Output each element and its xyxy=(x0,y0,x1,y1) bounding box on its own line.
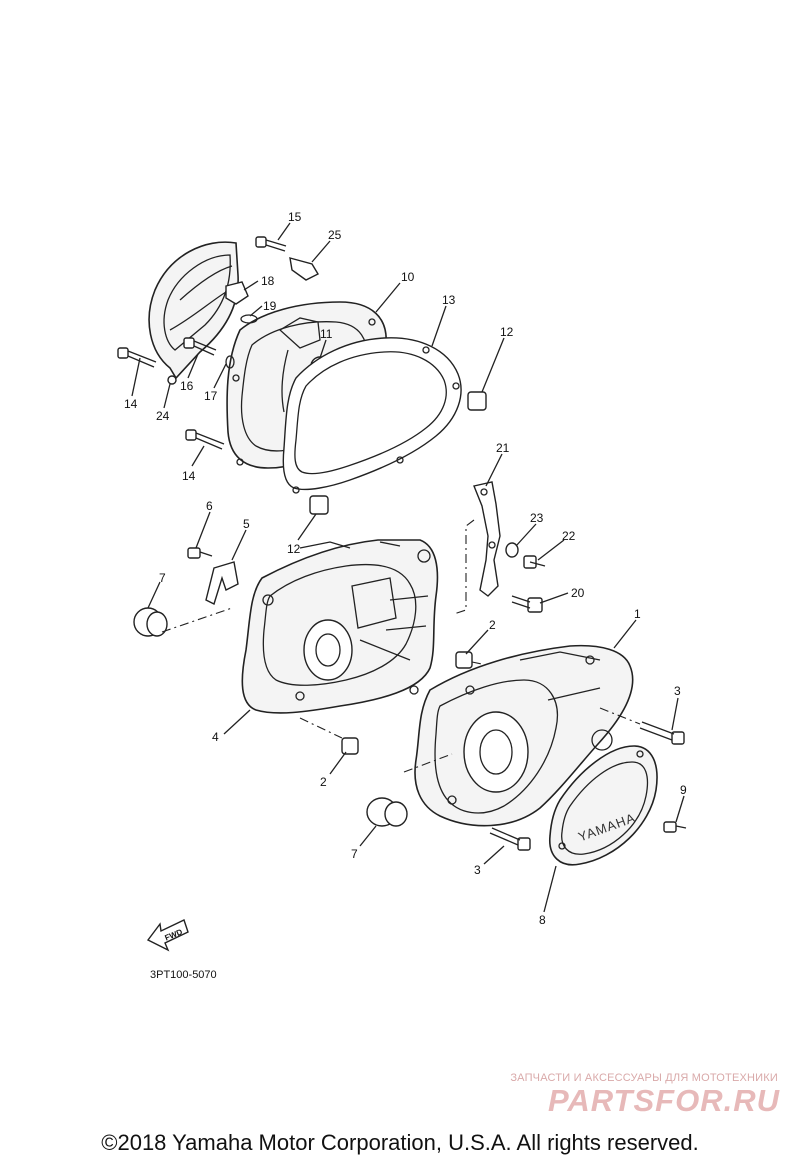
callout-label: 12 xyxy=(500,325,514,339)
callout-label: 19 xyxy=(263,299,277,313)
callout-label: 17 xyxy=(204,389,218,403)
callouts: 15 25 18 10 19 13 11 12 14 16 24 17 14 2… xyxy=(124,210,687,927)
gasket xyxy=(282,337,462,491)
watermark-tagline: ЗАПЧАСТИ И АКСЕССУАРЫ ДЛЯ МОТОТЕХНИКИ xyxy=(510,1072,778,1084)
callout-label: 24 xyxy=(156,409,170,423)
callout-label: 5 xyxy=(243,517,250,531)
callout-label: 3 xyxy=(674,684,681,698)
callout-label: 7 xyxy=(159,571,166,585)
callout-label: 11 xyxy=(320,327,333,341)
callout-label: 21 xyxy=(496,441,510,455)
copyright-notice: ©2018 Yamaha Motor Corporation, U.S.A. A… xyxy=(101,1130,699,1155)
callout-label: 9 xyxy=(680,783,687,797)
callout-label: 6 xyxy=(206,499,213,513)
callout-label: 2 xyxy=(489,618,496,632)
callout-label: 20 xyxy=(571,586,585,600)
callout-label: 23 xyxy=(530,511,544,525)
callout-label: 4 xyxy=(212,730,219,744)
callout-label: 12 xyxy=(287,542,301,556)
callout-label: 1 xyxy=(634,607,641,621)
callout-label: 18 xyxy=(261,274,275,288)
callout-label: 14 xyxy=(124,397,138,411)
callout-label: 14 xyxy=(182,469,196,483)
callout-label: 7 xyxy=(351,847,358,861)
callout-label: 15 xyxy=(288,210,302,224)
fwd-arrow-icon: FWD xyxy=(146,919,189,952)
callout-label: 13 xyxy=(442,293,456,307)
bracket-stay xyxy=(473,481,501,597)
guard-plate xyxy=(148,241,239,380)
callout-label: 8 xyxy=(539,913,546,927)
leader-lines xyxy=(131,222,685,913)
callout-label: 22 xyxy=(562,529,576,543)
diagram-code: 3PT100-5070 xyxy=(150,969,217,981)
magneto-cover xyxy=(549,745,658,866)
callout-label: 25 xyxy=(328,228,342,242)
callout-label: 16 xyxy=(180,379,194,393)
callout-label: 2 xyxy=(320,775,327,789)
callout-label: 10 xyxy=(401,270,415,284)
watermark-brand: PARTSFOR.RU xyxy=(547,1083,780,1118)
callout-label: 3 xyxy=(474,863,481,877)
